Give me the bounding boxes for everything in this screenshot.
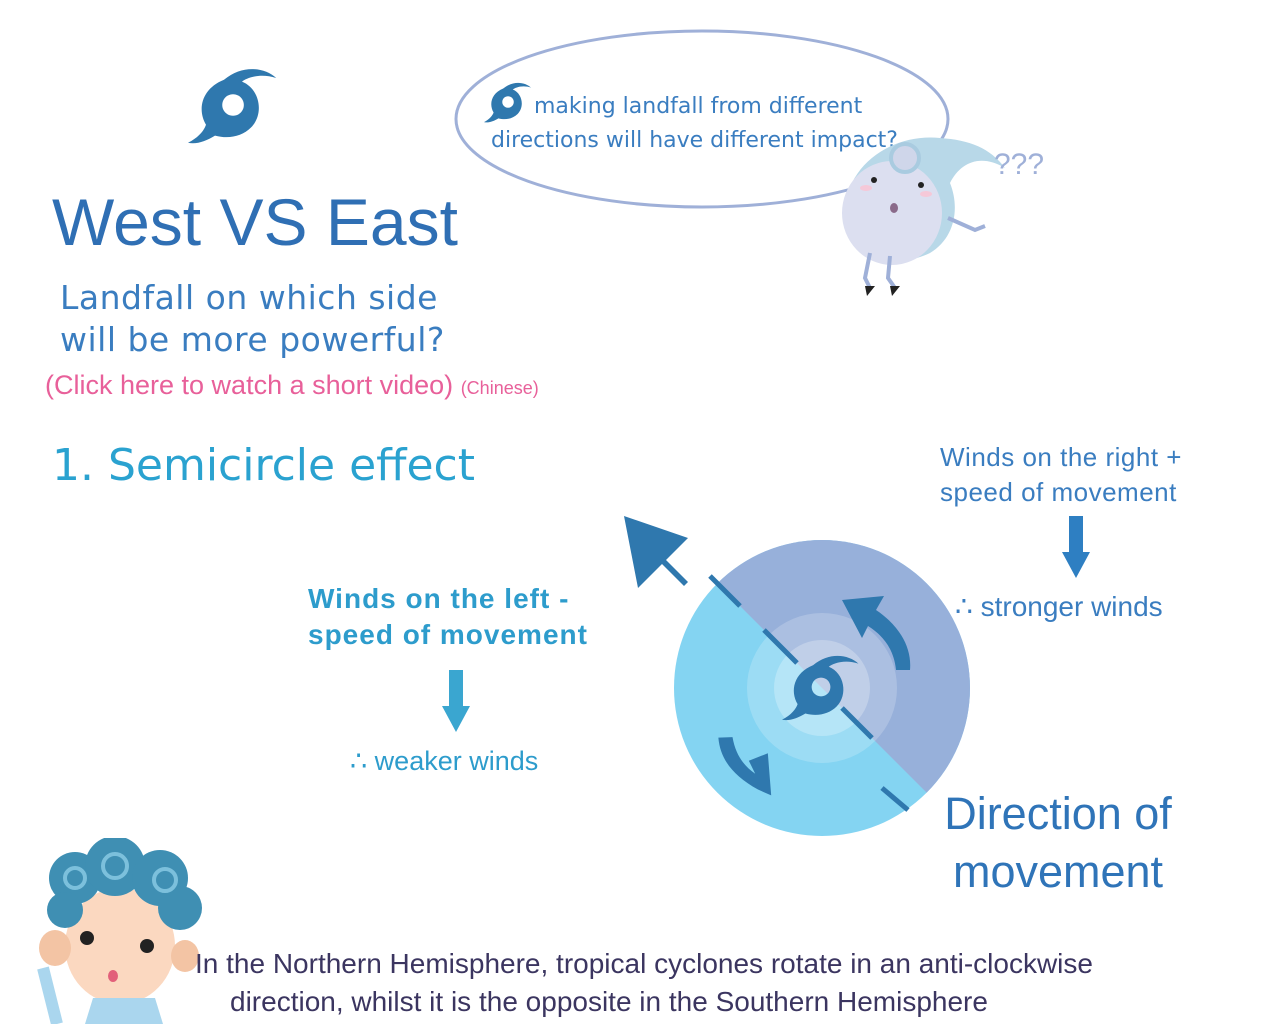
footer-line1: In the Northern Hemisphere, tropical cyc… bbox=[195, 948, 1093, 979]
video-language: (Chinese) bbox=[460, 378, 539, 398]
direction-label-line2: movement bbox=[952, 846, 1164, 897]
direction-label-line1: Direction of bbox=[944, 788, 1172, 839]
right-semicircle bbox=[674, 540, 970, 836]
confused-raindrop-character bbox=[842, 137, 1005, 296]
right-winds-line1: Winds on the right + bbox=[940, 442, 1182, 472]
curly-hair-boy-character bbox=[37, 838, 202, 1024]
down-arrow-icon bbox=[1062, 516, 1090, 578]
down-arrow-icon bbox=[442, 670, 470, 732]
subtitle-line1: Landfall on which side bbox=[60, 278, 438, 317]
speech-bubble bbox=[454, 29, 950, 209]
subtitle-line2: will be more powerful? bbox=[60, 320, 445, 359]
weaker-winds-text: ∴ weaker winds bbox=[350, 746, 539, 776]
video-link[interactable]: (Click here to watch a short video) (Chi… bbox=[45, 370, 539, 401]
section-title: 1. Semicircle effect bbox=[52, 440, 475, 491]
semicircle-diagram bbox=[674, 540, 970, 836]
video-link-text[interactable]: (Click here to watch a short video) bbox=[45, 370, 454, 400]
left-winds-line1: Winds on the left - bbox=[308, 583, 570, 614]
confused-marks: ??? bbox=[994, 148, 1045, 181]
left-winds-line2: speed of movement bbox=[308, 619, 588, 650]
cyclone-logo-icon bbox=[188, 69, 277, 144]
page-title: West VS East bbox=[52, 185, 458, 259]
cyclone-bubble-icon bbox=[484, 82, 532, 123]
movement-direction-arrow bbox=[624, 516, 688, 588]
footer-line2: direction, whilst it is the opposite in … bbox=[230, 986, 988, 1017]
right-winds-line2: speed of movement bbox=[940, 477, 1177, 507]
bubble-line2: directions will have different impact? bbox=[491, 128, 898, 153]
stronger-winds-text: ∴ stronger winds bbox=[955, 591, 1163, 622]
bubble-line1: making landfall from different bbox=[534, 94, 863, 119]
